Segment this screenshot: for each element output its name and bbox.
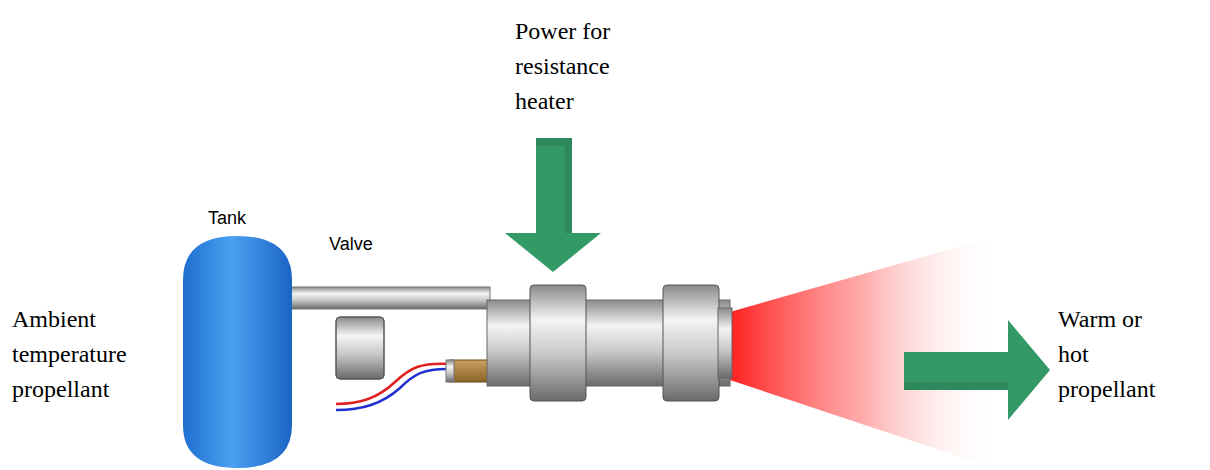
power-label: Power for resistance heater xyxy=(515,14,650,119)
heater-terminal xyxy=(450,360,490,382)
thruster-flange xyxy=(663,285,719,401)
exhaust-arrow-shade xyxy=(904,382,1008,390)
terminal-cap xyxy=(446,360,454,382)
exhaust-arrow xyxy=(904,320,1050,420)
valve-outline xyxy=(336,317,384,379)
outlet-label: Warm or hot propellant xyxy=(1058,302,1170,407)
power-arrow-shade xyxy=(536,138,572,233)
part-name: Tank xyxy=(208,207,288,229)
propellant-tank xyxy=(183,236,292,468)
part-name: Valve xyxy=(329,233,409,255)
inlet-label: Ambient temperature propellant xyxy=(12,302,162,407)
valve-body xyxy=(336,317,384,379)
feed-pipe xyxy=(288,287,490,309)
thruster-flange xyxy=(530,285,586,401)
power-arrow xyxy=(505,138,601,272)
nozzle-exit xyxy=(718,308,732,378)
